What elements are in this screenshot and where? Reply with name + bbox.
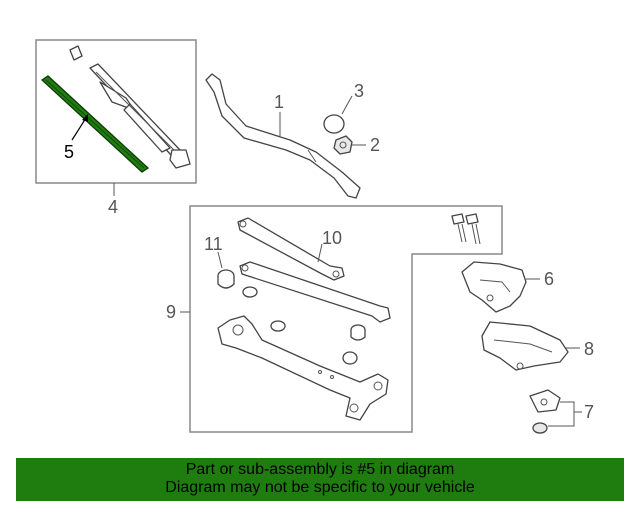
banner-line-2: Diagram may not be specific to your vehi… (165, 479, 475, 496)
linkage-assembly-frame (189, 205, 503, 433)
callout-10-leader (317, 243, 323, 263)
pivot-nut[interactable] (333, 135, 353, 155)
banner-line-1: Part or sub-assembly is #5 in diagram (185, 461, 455, 478)
motor-bracket[interactable] (481, 321, 569, 371)
grommet-d[interactable] (342, 351, 358, 365)
wiper-motor[interactable] (461, 261, 527, 313)
linkage-frame[interactable] (217, 315, 389, 421)
info-banner: Part or sub-assembly is #5 in diagram Di… (16, 458, 624, 501)
callout-6: 6 (544, 269, 554, 289)
callout-2: 2 (370, 135, 380, 155)
mounting-bolts[interactable] (451, 213, 481, 245)
callout-10: 10 (322, 228, 342, 248)
callout-4: 4 (108, 197, 118, 217)
callout-3-leader (341, 95, 353, 115)
callout-5: 5 (64, 142, 74, 162)
linkage-bushing[interactable] (217, 269, 235, 289)
wiper-blade-refill[interactable] (40, 75, 150, 173)
grommet-b[interactable] (270, 320, 286, 332)
wiper-arm[interactable] (205, 73, 361, 199)
callout-7-leader (548, 401, 582, 427)
callout-11-leader (217, 251, 223, 269)
blade-assembly-frame (35, 39, 197, 184)
callout-11: 11 (204, 234, 223, 254)
grommet-c[interactable] (350, 324, 366, 341)
callout-3: 3 (354, 81, 364, 101)
bracket-nut[interactable] (532, 422, 548, 434)
callout-1: 1 (274, 92, 284, 112)
link-rod-lower[interactable] (239, 261, 391, 323)
link-rod-upper[interactable] (237, 217, 345, 281)
wiper-blade[interactable] (69, 45, 191, 169)
callout-5-arrowhead (82, 114, 88, 122)
bracket-clip[interactable] (529, 389, 561, 413)
callout-8: 8 (584, 339, 594, 359)
callout-7: 7 (584, 402, 594, 422)
callout-9: 9 (166, 302, 176, 322)
parts-diagram: 5 4 1 3 2 10 (35, 39, 594, 434)
grommet-a[interactable] (242, 286, 258, 298)
pivot-cap[interactable] (323, 114, 345, 134)
callout-5-arrow (71, 117, 87, 141)
